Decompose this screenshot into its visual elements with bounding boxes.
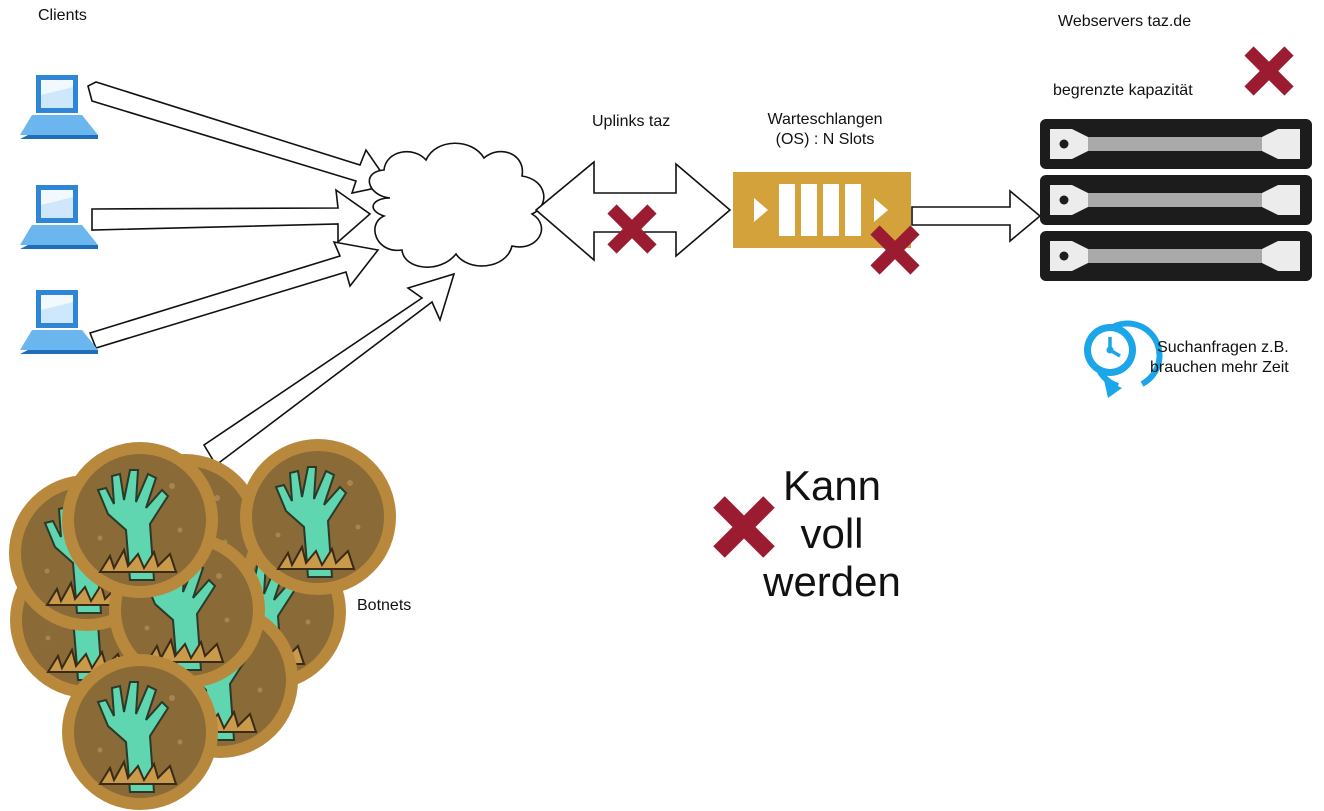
server-icon [1040,175,1312,225]
capacity-cross-icon [1249,51,1289,91]
queue-label-line2: (OS) : N Slots [775,131,875,148]
zombie-icon [61,653,219,811]
botnets-label: Botnets [357,597,412,614]
client-arrow-1 [87,81,392,195]
zombie-icon [239,438,397,596]
botnet-arrow [202,272,456,467]
search-label-line2: brauchen mehr Zeit [1150,359,1289,376]
overflow-note-line1: Kann [782,462,882,509]
laptop-icon [20,290,98,354]
queue-label-line1: Warteschlangen [767,111,883,128]
client-arrow-3 [88,240,380,349]
capacity-label: begrenzte kapazität [1053,82,1193,99]
server-arrow [911,189,1042,243]
clock-icon [1084,320,1163,398]
botnet-cluster [8,438,397,811]
laptop-icon [20,185,98,249]
webservers-label: Webservers taz.de [1058,13,1192,30]
server-icon [1040,231,1312,281]
queue-label: Warteschlangen (OS) : N Slots [750,110,900,150]
zombie-icon [61,441,219,599]
search-label: Suchanfragen z.B. brauchen mehr Zeit [1150,338,1289,378]
server-icon [1040,119,1312,169]
overflow-note-line3: werden [763,558,901,605]
overflow-note: Kann voll werden [742,462,922,606]
laptop-icon [20,75,98,139]
uplinks-label: Uplinks taz [592,113,671,130]
overflow-note-line2: voll [800,510,864,557]
client-arrow-2 [91,188,372,244]
clients-label: Clients [38,7,87,24]
uplinks-double-arrow [534,160,732,262]
search-label-line1: Suchanfragen z.B. [1157,339,1289,356]
cloud-icon [368,142,545,268]
